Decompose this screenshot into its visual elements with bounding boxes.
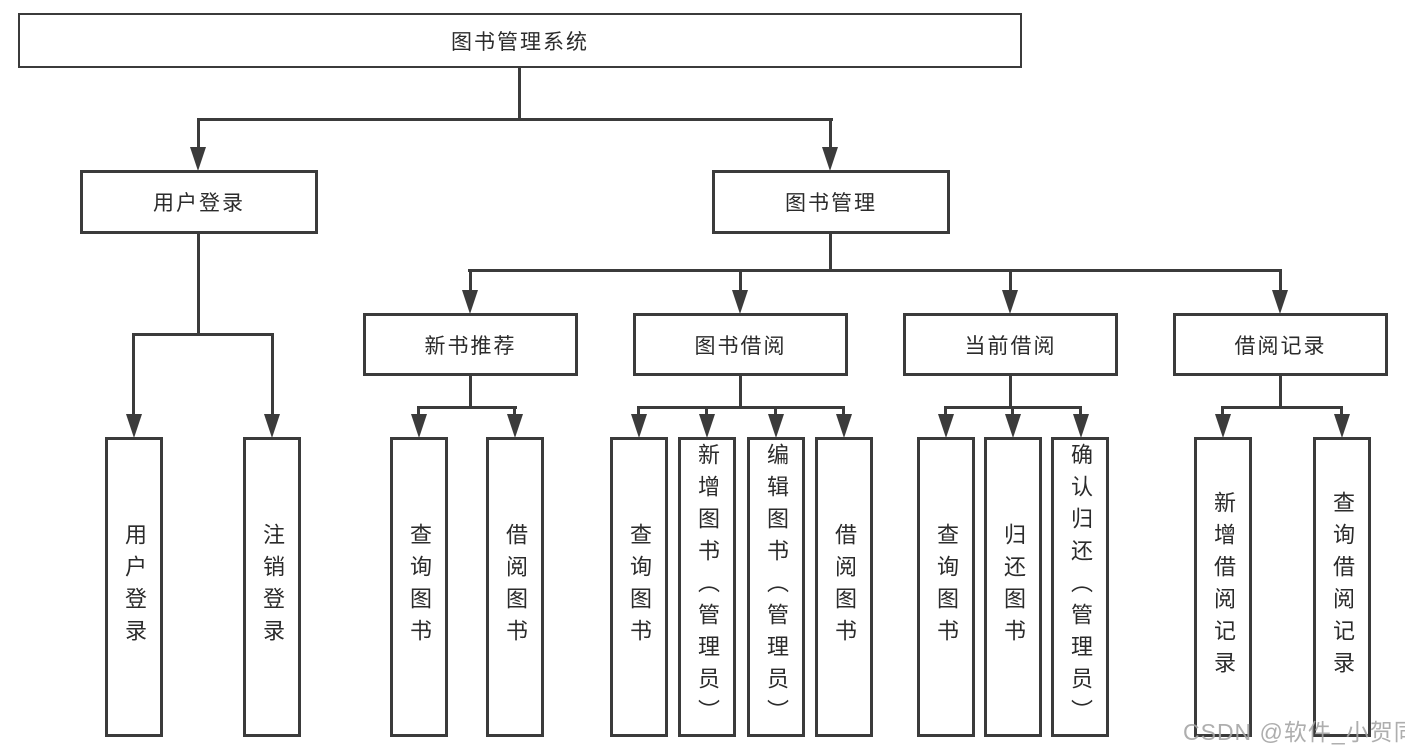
leaf-user-login-label: 用户登录 [122, 523, 147, 651]
arrow-to-records [1272, 290, 1288, 314]
node-current-borrow: 当前借阅 [903, 313, 1118, 376]
connector-drop-current [1009, 269, 1012, 293]
node-book-management: 图书管理 [712, 170, 950, 234]
leaf-borrow-query-book: 查询图书 [610, 437, 668, 737]
connector-stub-cur-3 [1079, 406, 1082, 418]
node-user-login-label: 用户登录 [153, 192, 245, 215]
connector-drop-leaf-logout [271, 333, 274, 417]
leaf-user-logout-label: 注销登录 [260, 523, 285, 651]
arrow-to-cur-confirm [1073, 414, 1089, 438]
arrow-to-book-mgmt [822, 147, 838, 171]
arrow-to-bor-borrow [836, 414, 852, 438]
connector-recommend-arm [417, 406, 517, 409]
connector-current-stem [1009, 376, 1012, 408]
arrow-to-rec-borrow [507, 414, 523, 438]
connector-stub-bor-2 [705, 406, 708, 418]
leaf-current-return-book-label: 归还图书 [1001, 523, 1026, 651]
node-borrow-records: 借阅记录 [1173, 313, 1388, 376]
arrow-to-recd-query [1334, 414, 1350, 438]
arrow-to-bor-query [631, 414, 647, 438]
leaf-borrow-edit-book-admin-label: 编辑图书（管理员） [764, 443, 789, 731]
node-book-borrow: 图书借阅 [633, 313, 848, 376]
node-root-label: 图书管理系统 [451, 30, 589, 54]
leaf-recommend-borrow-book-label: 借阅图书 [503, 523, 528, 651]
arrow-to-borrow [732, 290, 748, 314]
connector-drop-book-mgmt [829, 118, 832, 150]
arrow-to-user-login [190, 147, 206, 171]
connector-borrow-arm [637, 406, 845, 409]
leaf-borrow-add-book-admin-label: 新增图书（管理员） [695, 443, 720, 731]
node-borrow-records-label: 借阅记录 [1234, 334, 1327, 358]
node-root-library-system: 图书管理系统 [18, 13, 1022, 68]
connector-stub-recd-1 [1221, 406, 1224, 418]
leaf-current-query-book: 查询图书 [917, 437, 975, 737]
connector-user-stem [197, 234, 200, 335]
arrow-to-recommend [462, 290, 478, 314]
connector-level2-arm [197, 118, 833, 121]
connector-drop-leaf-login [132, 333, 135, 417]
connector-user-arm [132, 333, 274, 336]
connector-stub-cur-1 [944, 406, 947, 418]
arrow-to-rec-query [411, 414, 427, 438]
arrow-to-bor-edit [768, 414, 784, 438]
leaf-borrow-add-book-admin: 新增图书（管理员） [678, 437, 736, 737]
leaf-recommend-query-book: 查询图书 [390, 437, 448, 737]
connector-stub-recd-2 [1340, 406, 1343, 418]
node-user-login: 用户登录 [80, 170, 318, 234]
leaf-records-query-record-label: 查询借阅记录 [1330, 491, 1355, 683]
connector-stub-rec-2 [513, 406, 516, 418]
leaf-borrow-query-book-label: 查询图书 [627, 523, 652, 651]
connector-stub-cur-2 [1011, 406, 1014, 418]
leaf-recommend-borrow-book: 借阅图书 [486, 437, 544, 737]
node-current-borrow-label: 当前借阅 [964, 334, 1057, 358]
leaf-user-logout: 注销登录 [243, 437, 301, 737]
leaf-recommend-query-book-label: 查询图书 [407, 523, 432, 651]
leaf-current-query-book-label: 查询图书 [934, 523, 959, 651]
connector-stub-bor-3 [774, 406, 777, 418]
leaf-current-return-book: 归还图书 [984, 437, 1042, 737]
leaf-borrow-borrow-book-label: 借阅图书 [832, 523, 857, 651]
connector-root-stem [518, 68, 521, 120]
connector-records-stem [1279, 376, 1282, 408]
connector-drop-borrow [739, 269, 742, 293]
arrow-to-current [1002, 290, 1018, 314]
arrow-to-recd-add [1215, 414, 1231, 438]
connector-drop-recommend [469, 269, 472, 293]
leaf-records-add-record-label: 新增借阅记录 [1211, 491, 1236, 683]
node-book-borrow-label: 图书借阅 [694, 334, 787, 358]
arrow-to-leaf-logout [264, 414, 280, 438]
leaf-borrow-edit-book-admin: 编辑图书（管理员） [747, 437, 805, 737]
connector-stub-rec-1 [417, 406, 420, 418]
leaf-user-login: 用户登录 [105, 437, 163, 737]
connector-records-arm [1221, 406, 1343, 409]
leaf-current-confirm-return-admin-label: 确认归还（管理员） [1068, 443, 1093, 731]
leaf-current-confirm-return-admin: 确认归还（管理员） [1051, 437, 1109, 737]
connector-drop-records [1279, 269, 1282, 293]
arrow-to-bor-add [699, 414, 715, 438]
node-new-book-recommend: 新书推荐 [363, 313, 578, 376]
connector-drop-user-login [197, 118, 200, 150]
arrow-to-leaf-login [126, 414, 142, 438]
connector-level3-arm [468, 269, 1282, 272]
node-book-management-label: 图书管理 [785, 192, 877, 215]
connector-borrow-stem [739, 376, 742, 408]
leaf-records-add-record: 新增借阅记录 [1194, 437, 1252, 737]
arrow-to-cur-return [1005, 414, 1021, 438]
connector-stub-bor-1 [637, 406, 640, 418]
leaf-records-query-record: 查询借阅记录 [1313, 437, 1371, 737]
node-new-book-recommend-label: 新书推荐 [424, 334, 517, 358]
csdn-watermark: CSDN @软件_小贺同学 [1183, 719, 1405, 745]
leaf-borrow-borrow-book: 借阅图书 [815, 437, 873, 737]
connector-recommend-stem [469, 376, 472, 408]
connector-stub-bor-4 [842, 406, 845, 418]
connector-mgmt-stem [829, 234, 832, 271]
arrow-to-cur-query [938, 414, 954, 438]
